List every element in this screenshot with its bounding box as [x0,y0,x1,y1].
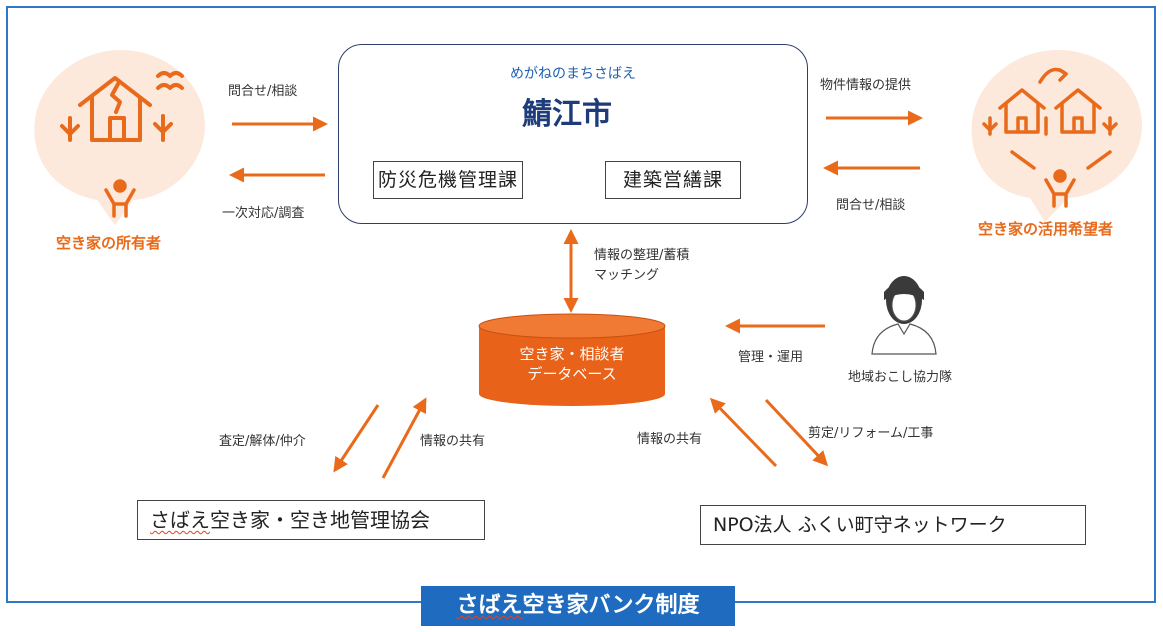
seeker-houses-icon [971,50,1142,222]
arrow-db-to-org-left [333,404,380,473]
flow-city-to-owner: 一次対応/調査 [222,206,305,221]
org-left-label-rest: 空き家・空き地管理協会 [210,508,430,532]
flow-owner-to-city: 問合せ/相談 [228,84,298,99]
database-label-line2: データベース [527,365,617,383]
diagram-title: さばえ空き家バンク制度 [421,586,735,626]
flow-city-db-1: 情報の整理/蓄積 [594,248,690,263]
arrow-org-right-to-db [709,397,778,468]
database-cylinder-icon [478,313,666,406]
flow-db-to-org-right: 剪定/リフォーム/工事 [808,426,934,441]
seeker-label: 空き家の活用希望者 [978,220,1114,238]
city-name: 鯖江市 [522,97,612,132]
flow-coordinator-to-db: 管理・運用 [738,350,804,365]
title-underlined-part: さばえ [456,593,523,618]
org-left-label-mark: さばえ [150,508,210,532]
database-label: 空き家・相談者 データベース [479,344,665,384]
flow-db-to-org-left: 査定/解体/仲介 [219,434,306,449]
flow-city-db-2: マッチング [594,268,660,283]
flow-org-left-to-db: 情報の共有 [420,434,486,449]
city-office-box: めがねのまちさばえ 鯖江市 防災危機管理課 建築営繕課 [338,44,808,224]
org-npo-machimori: NPO法人 ふくい町守ネットワーク [700,505,1086,545]
org-sabae-association: さばえ空き家・空き地管理協会 [137,500,485,540]
dept-disaster-management: 防災危機管理課 [373,161,523,199]
flow-city-to-seeker: 物件情報の提供 [820,78,912,93]
database-label-line1: 空き家・相談者 [519,345,625,363]
arrow-db-to-org-right [764,398,829,467]
flow-seeker-to-city: 問合せ/相談 [836,198,906,213]
coordinator-person-icon [871,276,937,355]
owner-label: 空き家の所有者 [56,234,162,252]
flow-org-right-to-db: 情報の共有 [637,432,703,447]
arrow-org-left-to-db [381,397,427,479]
city-tagline: めがねのまちさばえ [510,66,636,82]
dept-building: 建築営繕課 [605,161,741,199]
title-rest: 空き家バンク制度 [522,593,700,618]
owner-house-icon [34,50,205,225]
coordinator-label: 地域おこし協力隊 [848,370,953,385]
